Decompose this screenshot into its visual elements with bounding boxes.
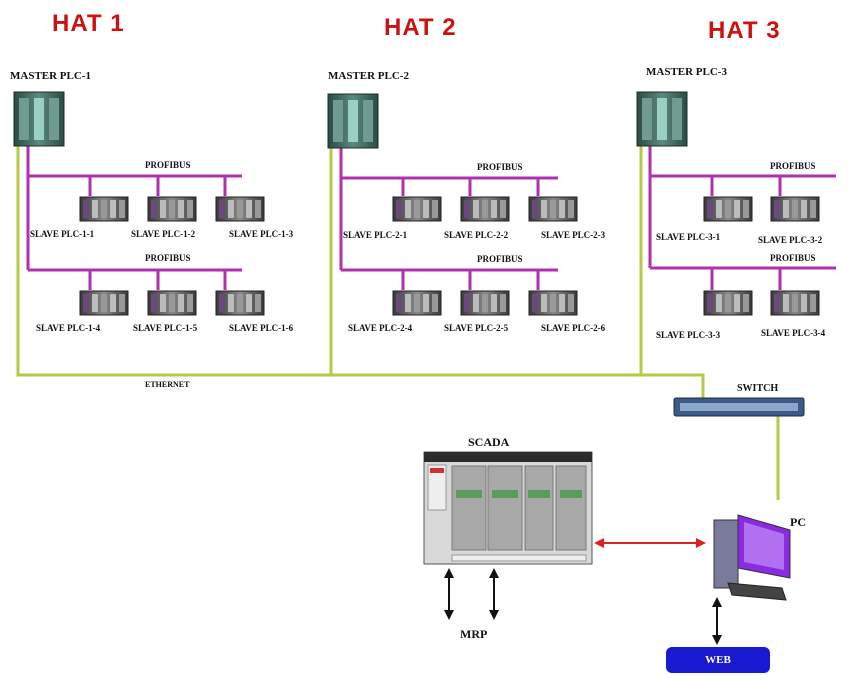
pc-icon [713, 514, 791, 601]
slave-label: SLAVE PLC-2-6 [541, 323, 606, 333]
scada-pc-link [594, 538, 706, 548]
profibus-label-2b: PROFIBUS [477, 254, 523, 264]
master-plc-1-label: MASTER PLC-1 [10, 70, 91, 82]
profibus-label-3a: PROFIBUS [770, 161, 816, 171]
ethernet-label: ETHERNET [145, 380, 190, 389]
slave-label: SLAVE PLC-1-3 [229, 229, 294, 239]
mrp-label: MRP [460, 627, 488, 641]
slave-label: SLAVE PLC-1-6 [229, 323, 294, 333]
slave-label: SLAVE PLC-2-5 [444, 323, 509, 333]
slave-label: SLAVE PLC-1-2 [131, 229, 196, 239]
hat-2-title: HAT 2 [384, 14, 457, 41]
slave-label: SLAVE PLC-2-4 [348, 323, 413, 333]
hat-3-title: HAT 3 [708, 17, 781, 44]
slave-label: SLAVE PLC-1-4 [36, 323, 101, 333]
hat-1-title: HAT 1 [52, 10, 125, 37]
slave-label: SLAVE PLC-3-3 [656, 330, 721, 340]
profibus-label-3b: PROFIBUS [770, 253, 816, 263]
master-plc-3-icon [636, 91, 688, 147]
slave-plc-icons [79, 196, 820, 316]
web-label: WEB [705, 654, 731, 666]
switch-label: SWITCH [737, 383, 779, 394]
slave-label: SLAVE PLC-1-1 [30, 229, 95, 239]
master-plc-1-icon [13, 91, 65, 147]
switch-icon [673, 397, 805, 417]
slave-label: SLAVE PLC-2-2 [444, 230, 509, 240]
profibus-lines [26, 140, 836, 290]
slave-label: SLAVE PLC-2-3 [541, 230, 606, 240]
slave-label: SLAVE PLC-3-2 [758, 235, 823, 245]
slave-label: SLAVE PLC-1-5 [133, 323, 198, 333]
slave-label: SLAVE PLC-3-4 [761, 328, 826, 338]
master-plc-2-icon [327, 93, 379, 149]
slave-label: SLAVE PLC-3-1 [656, 232, 721, 242]
profibus-label-2a: PROFIBUS [477, 162, 523, 172]
profibus-label-1b: PROFIBUS [145, 253, 191, 263]
scada-label: SCADA [468, 435, 510, 449]
profibus-label-1a: PROFIBUS [145, 160, 191, 170]
pc-label: PC [790, 515, 806, 529]
slave-label: SLAVE PLC-2-1 [343, 230, 408, 240]
scada-mrp-arrows [444, 568, 499, 620]
scada-screen-icon [423, 451, 593, 565]
web-box: WEB [666, 647, 770, 673]
master-plc-2-label: MASTER PLC-2 [328, 70, 409, 82]
pc-web-arrow [712, 597, 722, 645]
ethernet-lines [16, 140, 780, 500]
master-plc-3-label: MASTER PLC-3 [646, 66, 727, 78]
